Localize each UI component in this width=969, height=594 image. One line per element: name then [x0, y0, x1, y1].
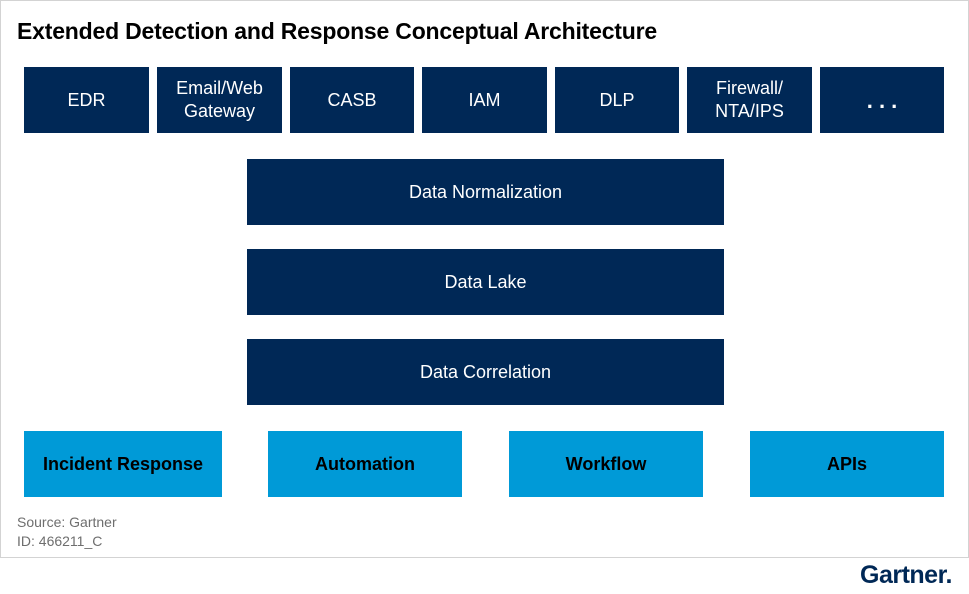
source-note: Source: Gartner — [17, 514, 117, 530]
diagram-title: Extended Detection and Response Conceptu… — [17, 18, 657, 44]
layer-label: Data Normalization — [408, 181, 563, 202]
output-automation: Automation — [268, 431, 462, 497]
source-label: CASB — [327, 89, 377, 110]
layer-data-lake: Data Lake — [247, 249, 724, 315]
source-label: DLP — [599, 89, 635, 110]
source-label: Firewall/ NTA/IPS — [715, 78, 784, 121]
source-casb: CASB — [290, 67, 414, 133]
layer-data-normalization: Data Normalization — [247, 159, 724, 225]
diagram-frame: Extended Detection and Response Conceptu… — [0, 0, 969, 558]
source-dlp: DLP — [555, 67, 679, 133]
gartner-logo: Gartner. — [860, 561, 952, 590]
source-more: . . . — [820, 67, 944, 133]
output-label: APIs — [826, 453, 868, 474]
source-label: Email/Web Gateway — [176, 78, 263, 121]
id-note: ID: 466211_C — [17, 533, 103, 549]
output-incident-response: Incident Response — [24, 431, 222, 497]
source-iam: IAM — [422, 67, 547, 133]
layer-label: Data Correlation — [419, 361, 552, 382]
output-workflow: Workflow — [509, 431, 703, 497]
source-label: EDR — [67, 89, 106, 110]
logo-text: Gartner — [860, 561, 946, 589]
source-firewall-nta-ips: Firewall/ NTA/IPS — [687, 67, 812, 133]
output-label: Automation — [315, 453, 415, 474]
layer-data-correlation: Data Correlation — [247, 339, 724, 405]
source-edr: EDR — [24, 67, 149, 133]
output-label: Incident Response — [42, 453, 204, 474]
source-email-web-gateway: Email/Web Gateway — [157, 67, 282, 133]
logo-dot: . — [945, 561, 952, 589]
source-label: . . . — [866, 87, 898, 113]
output-label: Workflow — [565, 453, 647, 474]
output-apis: APIs — [750, 431, 944, 497]
source-label: IAM — [468, 89, 501, 110]
layer-label: Data Lake — [444, 271, 527, 292]
